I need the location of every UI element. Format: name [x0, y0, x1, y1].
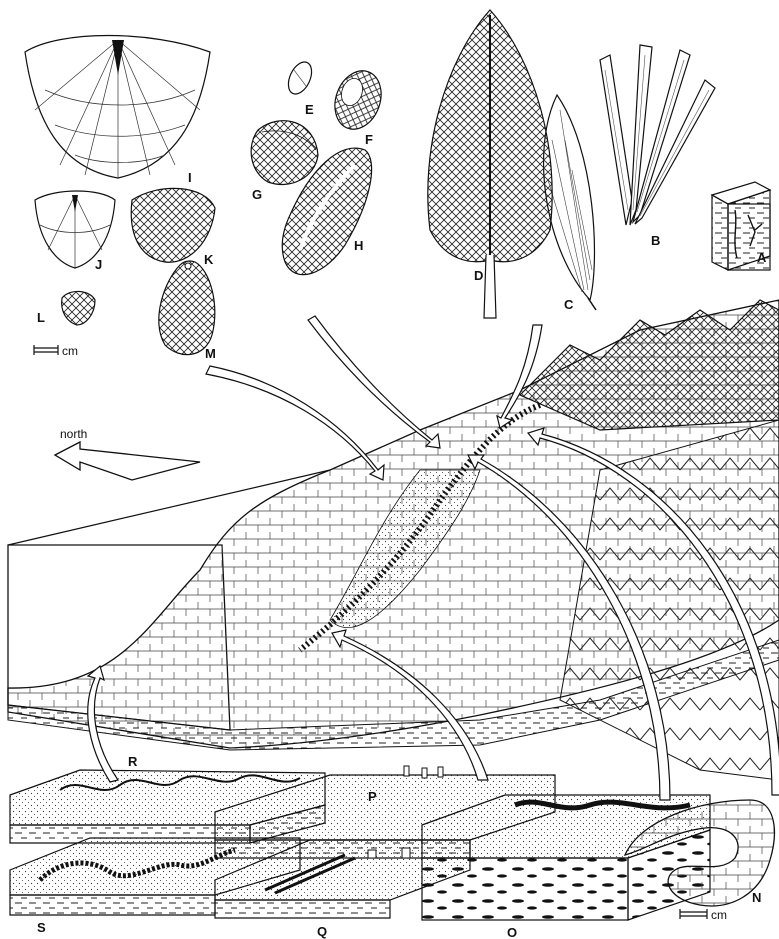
fossil-k-brachiopod [131, 188, 215, 262]
fossil-f-bivalve [327, 64, 389, 135]
label-i: I [188, 170, 192, 185]
fossil-l-brachiopod [62, 291, 95, 325]
label-h: H [354, 238, 363, 253]
label-f: F [365, 132, 373, 147]
label-r: R [128, 754, 138, 769]
label-l: L [37, 310, 45, 325]
label-n: N [752, 890, 761, 905]
label-d: D [474, 268, 483, 283]
label-a: A [757, 250, 767, 265]
arrow-h-to-block [308, 316, 440, 448]
scale-bar-bottom: cm [680, 908, 727, 922]
label-m: M [205, 346, 216, 361]
north-arrow: north [55, 427, 200, 480]
fossil-m-brachiopod [159, 261, 215, 355]
fossil-b-branching-leaves [600, 45, 715, 225]
fossil-g-bivalve [251, 121, 318, 185]
label-q: Q [317, 924, 327, 939]
scale-bar-bottom-unit: cm [711, 908, 727, 922]
scale-bar-top-unit: cm [62, 344, 78, 358]
mountain-range [520, 300, 779, 430]
fossil-d-fern-frond [428, 10, 552, 318]
fossil-i-brachiopod [25, 36, 210, 179]
scale-bar-top: cm [34, 344, 78, 358]
north-label: north [60, 427, 87, 441]
label-b: B [651, 233, 660, 248]
label-c: C [564, 297, 574, 312]
fossil-e-bivalve [284, 58, 316, 97]
label-e: E [305, 102, 314, 117]
label-j: J [95, 257, 102, 272]
label-s: S [37, 920, 46, 935]
label-k: K [204, 252, 214, 267]
fossil-j-brachiopod [35, 191, 115, 268]
label-p: P [368, 789, 377, 804]
sediment-block-o [422, 795, 710, 920]
label-g: G [252, 187, 262, 202]
label-o: O [507, 925, 517, 939]
